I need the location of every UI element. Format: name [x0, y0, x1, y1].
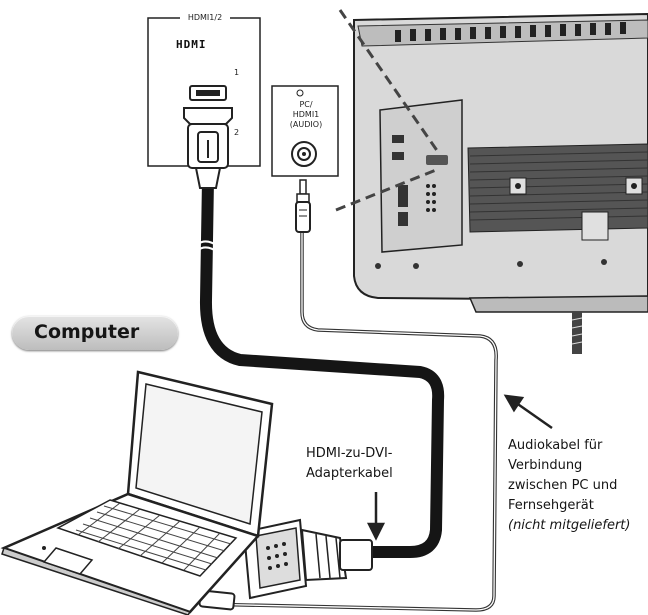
- port-1-label: 1: [234, 68, 240, 77]
- audio-cable-label-line3: zwischen PC und: [508, 478, 618, 493]
- adapter-label-line1: HDMI-zu-DVI-: [306, 446, 393, 461]
- audio-port-panel: [271, 85, 339, 177]
- audio-panel-line2: HDMI1: [292, 110, 320, 119]
- callout-arrows: [366, 394, 553, 541]
- audio-cable-label-line2: Verbindung: [508, 458, 583, 473]
- audio-cable-label-line1: Audiokabel für: [508, 438, 603, 453]
- audio-cable-label-line4: Fernsehgerät: [508, 498, 594, 513]
- zoom-lines: [335, 9, 440, 212]
- audio-panel-line3: (AUDIO): [289, 120, 323, 129]
- audio-plug-icon: [295, 179, 311, 233]
- hdmi-panel-header: HDMI1/2: [180, 13, 230, 23]
- laptop-icon: [0, 370, 274, 615]
- computer-label: Computer: [34, 321, 140, 343]
- hdmi-cable: [199, 179, 445, 558]
- hdmi-logo: HDMI: [176, 38, 207, 51]
- audio-panel-line1: PC/: [299, 100, 313, 109]
- tv-back-icon: [353, 12, 648, 354]
- audio-cable-label-line5: (nicht mitgeliefert): [508, 518, 631, 533]
- port-2-label: 2: [234, 128, 240, 137]
- computer-badge: Computer: [12, 316, 178, 350]
- hdmi-plug-icon: [183, 107, 233, 189]
- adapter-label-line2: Adapterkabel: [306, 466, 393, 481]
- dvi-connector-icon: [242, 518, 373, 600]
